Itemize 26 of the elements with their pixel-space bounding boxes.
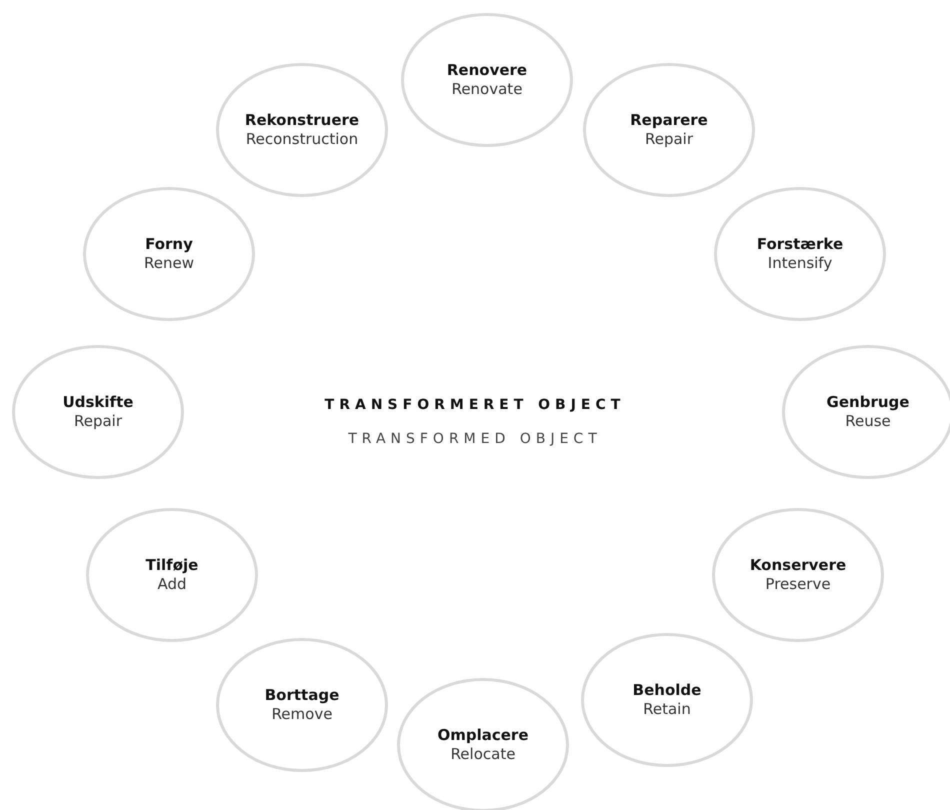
- node-subtitle: Preserve: [765, 575, 831, 594]
- node-subtitle: Reconstruction: [246, 130, 358, 149]
- node-title: Borttage: [264, 686, 340, 705]
- node-title: Tilføje: [146, 556, 198, 575]
- node-title: Beholde: [632, 681, 702, 700]
- node-subtitle: Add: [157, 575, 187, 594]
- node-title: Forstærke: [756, 235, 844, 254]
- node-subtitle: Renew: [144, 254, 194, 273]
- node-subtitle: Repair: [644, 130, 694, 149]
- node-title: Udskifte: [62, 393, 134, 412]
- node-subtitle: Repair: [74, 412, 122, 431]
- node-title: Genbruge: [826, 393, 910, 412]
- node-title: Rekonstruere: [244, 111, 360, 130]
- node-subtitle: Relocate: [450, 745, 516, 764]
- node-subtitle: Intensify: [768, 254, 832, 273]
- node-title: Reparere: [630, 111, 708, 130]
- node-title: Omplacere: [437, 726, 529, 745]
- node-title: Konservere: [750, 556, 846, 575]
- center-subtitle: TRANSFORMED OBJECT: [348, 431, 602, 447]
- node-subtitle: Reuse: [845, 412, 891, 431]
- node-subtitle: Renovate: [452, 80, 522, 99]
- node-title: Forny: [145, 235, 193, 254]
- node-subtitle: Retain: [643, 700, 691, 719]
- node-title: Renovere: [446, 61, 528, 80]
- center-title: TRANSFORMERET OBJECT: [324, 397, 626, 413]
- node-subtitle: Remove: [272, 705, 332, 724]
